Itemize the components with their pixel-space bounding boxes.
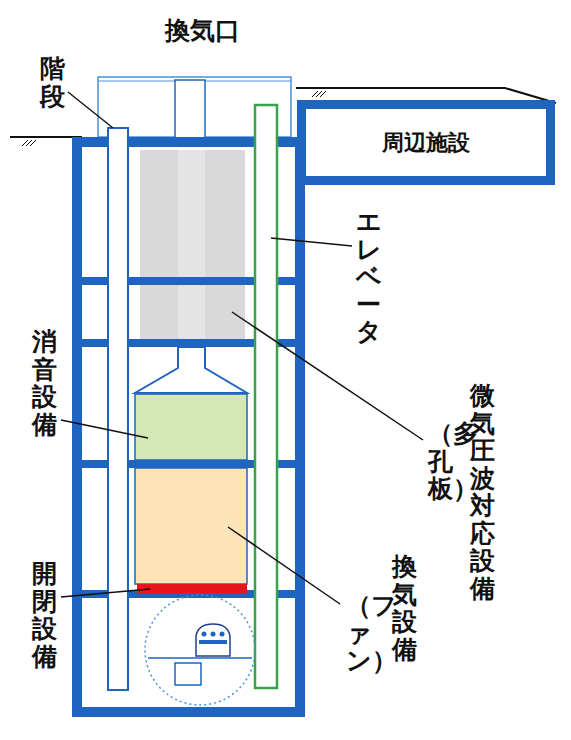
part-label: 消音設備 bbox=[32, 328, 57, 438]
duct-hopper bbox=[135, 347, 247, 393]
perforated-plate bbox=[178, 150, 205, 345]
vent-opening bbox=[175, 80, 205, 146]
part-label: 換気設備 bbox=[392, 553, 417, 663]
part-label: 階段 bbox=[40, 55, 65, 110]
perforated-plate bbox=[140, 150, 245, 345]
tunnel bbox=[145, 595, 255, 705]
fan-unit bbox=[135, 468, 247, 584]
ground-line bbox=[10, 136, 82, 138]
elevator-shaft bbox=[255, 105, 277, 688]
part-label: 開閉設備 bbox=[32, 560, 57, 670]
train bbox=[196, 624, 230, 656]
platform bbox=[175, 663, 201, 685]
stair-shaft bbox=[108, 128, 128, 690]
part-label: （ファン） bbox=[346, 592, 371, 675]
part-label: （多孔板） bbox=[428, 420, 453, 503]
silencer bbox=[135, 394, 247, 460]
part-label: 換気口 bbox=[165, 16, 240, 46]
box-label: 周辺施設 bbox=[382, 128, 470, 158]
part-label: 微気圧波対応設備 bbox=[470, 382, 495, 602]
part-label: エレベータ bbox=[356, 208, 381, 346]
track-bed bbox=[148, 657, 252, 659]
facility-box: 周辺施設 bbox=[297, 100, 555, 185]
damper bbox=[137, 584, 247, 593]
